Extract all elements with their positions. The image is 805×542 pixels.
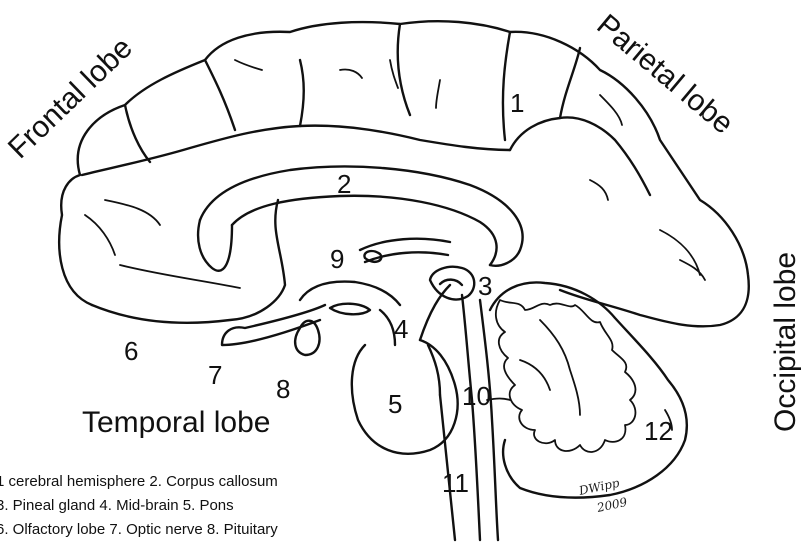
frontal-lobe-label: Frontal lobe: [2, 31, 139, 165]
parietal-lobe-label: Parietal lobe: [591, 8, 740, 140]
legend-line-1: 1 cerebral hemisphere 2. Corpus callosum: [0, 473, 278, 490]
label-8: 8: [276, 374, 290, 404]
label-11: 11: [442, 468, 469, 498]
signature: DWipp: [577, 476, 621, 498]
label-7: 7: [208, 360, 222, 390]
signature-year: 2009: [595, 495, 629, 515]
legend-line-2: 3. Pineal gland 4. Mid-brain 5. Pons: [0, 497, 234, 514]
label-5: 5: [388, 389, 402, 419]
label-12: 12: [644, 416, 673, 446]
label-2: 2: [337, 169, 351, 199]
occipital-lobe-label: Occipital lobe: [769, 252, 802, 432]
label-4: 4: [394, 314, 408, 344]
legend-line-3: 6. Olfactory lobe 7. Optic nerve 8. Pitu…: [0, 521, 278, 538]
label-1: 1: [510, 88, 524, 118]
temporal-lobe-label: Temporal lobe: [82, 406, 270, 439]
label-6: 6: [124, 336, 138, 366]
label-3: 3: [478, 271, 492, 301]
label-9: 9: [330, 244, 344, 274]
label-10: 10: [462, 381, 491, 411]
